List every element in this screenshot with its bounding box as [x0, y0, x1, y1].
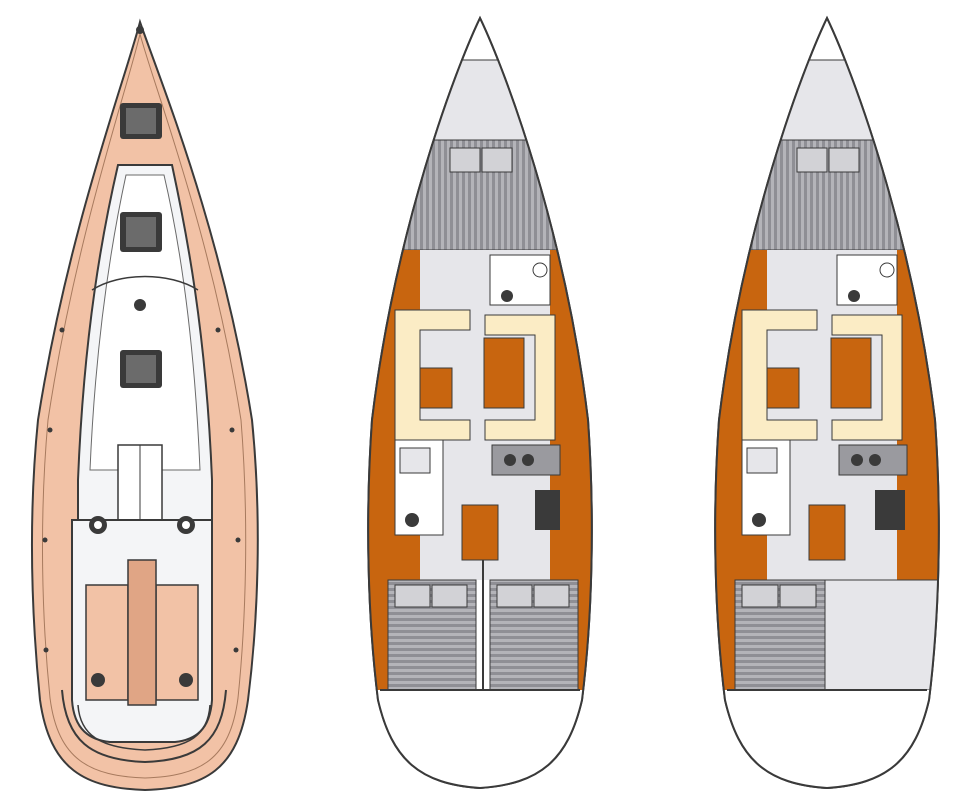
companionway-steps — [461, 504, 499, 561]
interior-plan-one-aft-cabin — [714, 15, 940, 790]
aft-locker — [824, 579, 939, 691]
saloon-table-port — [766, 367, 800, 409]
winch-aft-starboard — [179, 673, 193, 687]
galley-stove — [875, 490, 905, 530]
winch-aft-port — [91, 673, 105, 687]
forward-heads — [836, 254, 898, 306]
interior-plan-two-aft-cabins — [367, 15, 593, 790]
settee-starboard — [831, 314, 903, 441]
companionway-steps — [808, 504, 846, 561]
galley-stove — [535, 490, 560, 530]
deck-plan — [31, 18, 259, 792]
saloon-table-port — [419, 367, 453, 409]
mast-base — [134, 299, 146, 311]
saloon-table-starboard — [483, 337, 525, 409]
forward-heads — [489, 254, 551, 306]
sail-locker — [429, 59, 531, 141]
settee-starboard — [484, 314, 556, 441]
cockpit-table — [127, 559, 157, 706]
saloon-table-starboard — [830, 337, 872, 409]
sail-locker — [776, 59, 878, 141]
